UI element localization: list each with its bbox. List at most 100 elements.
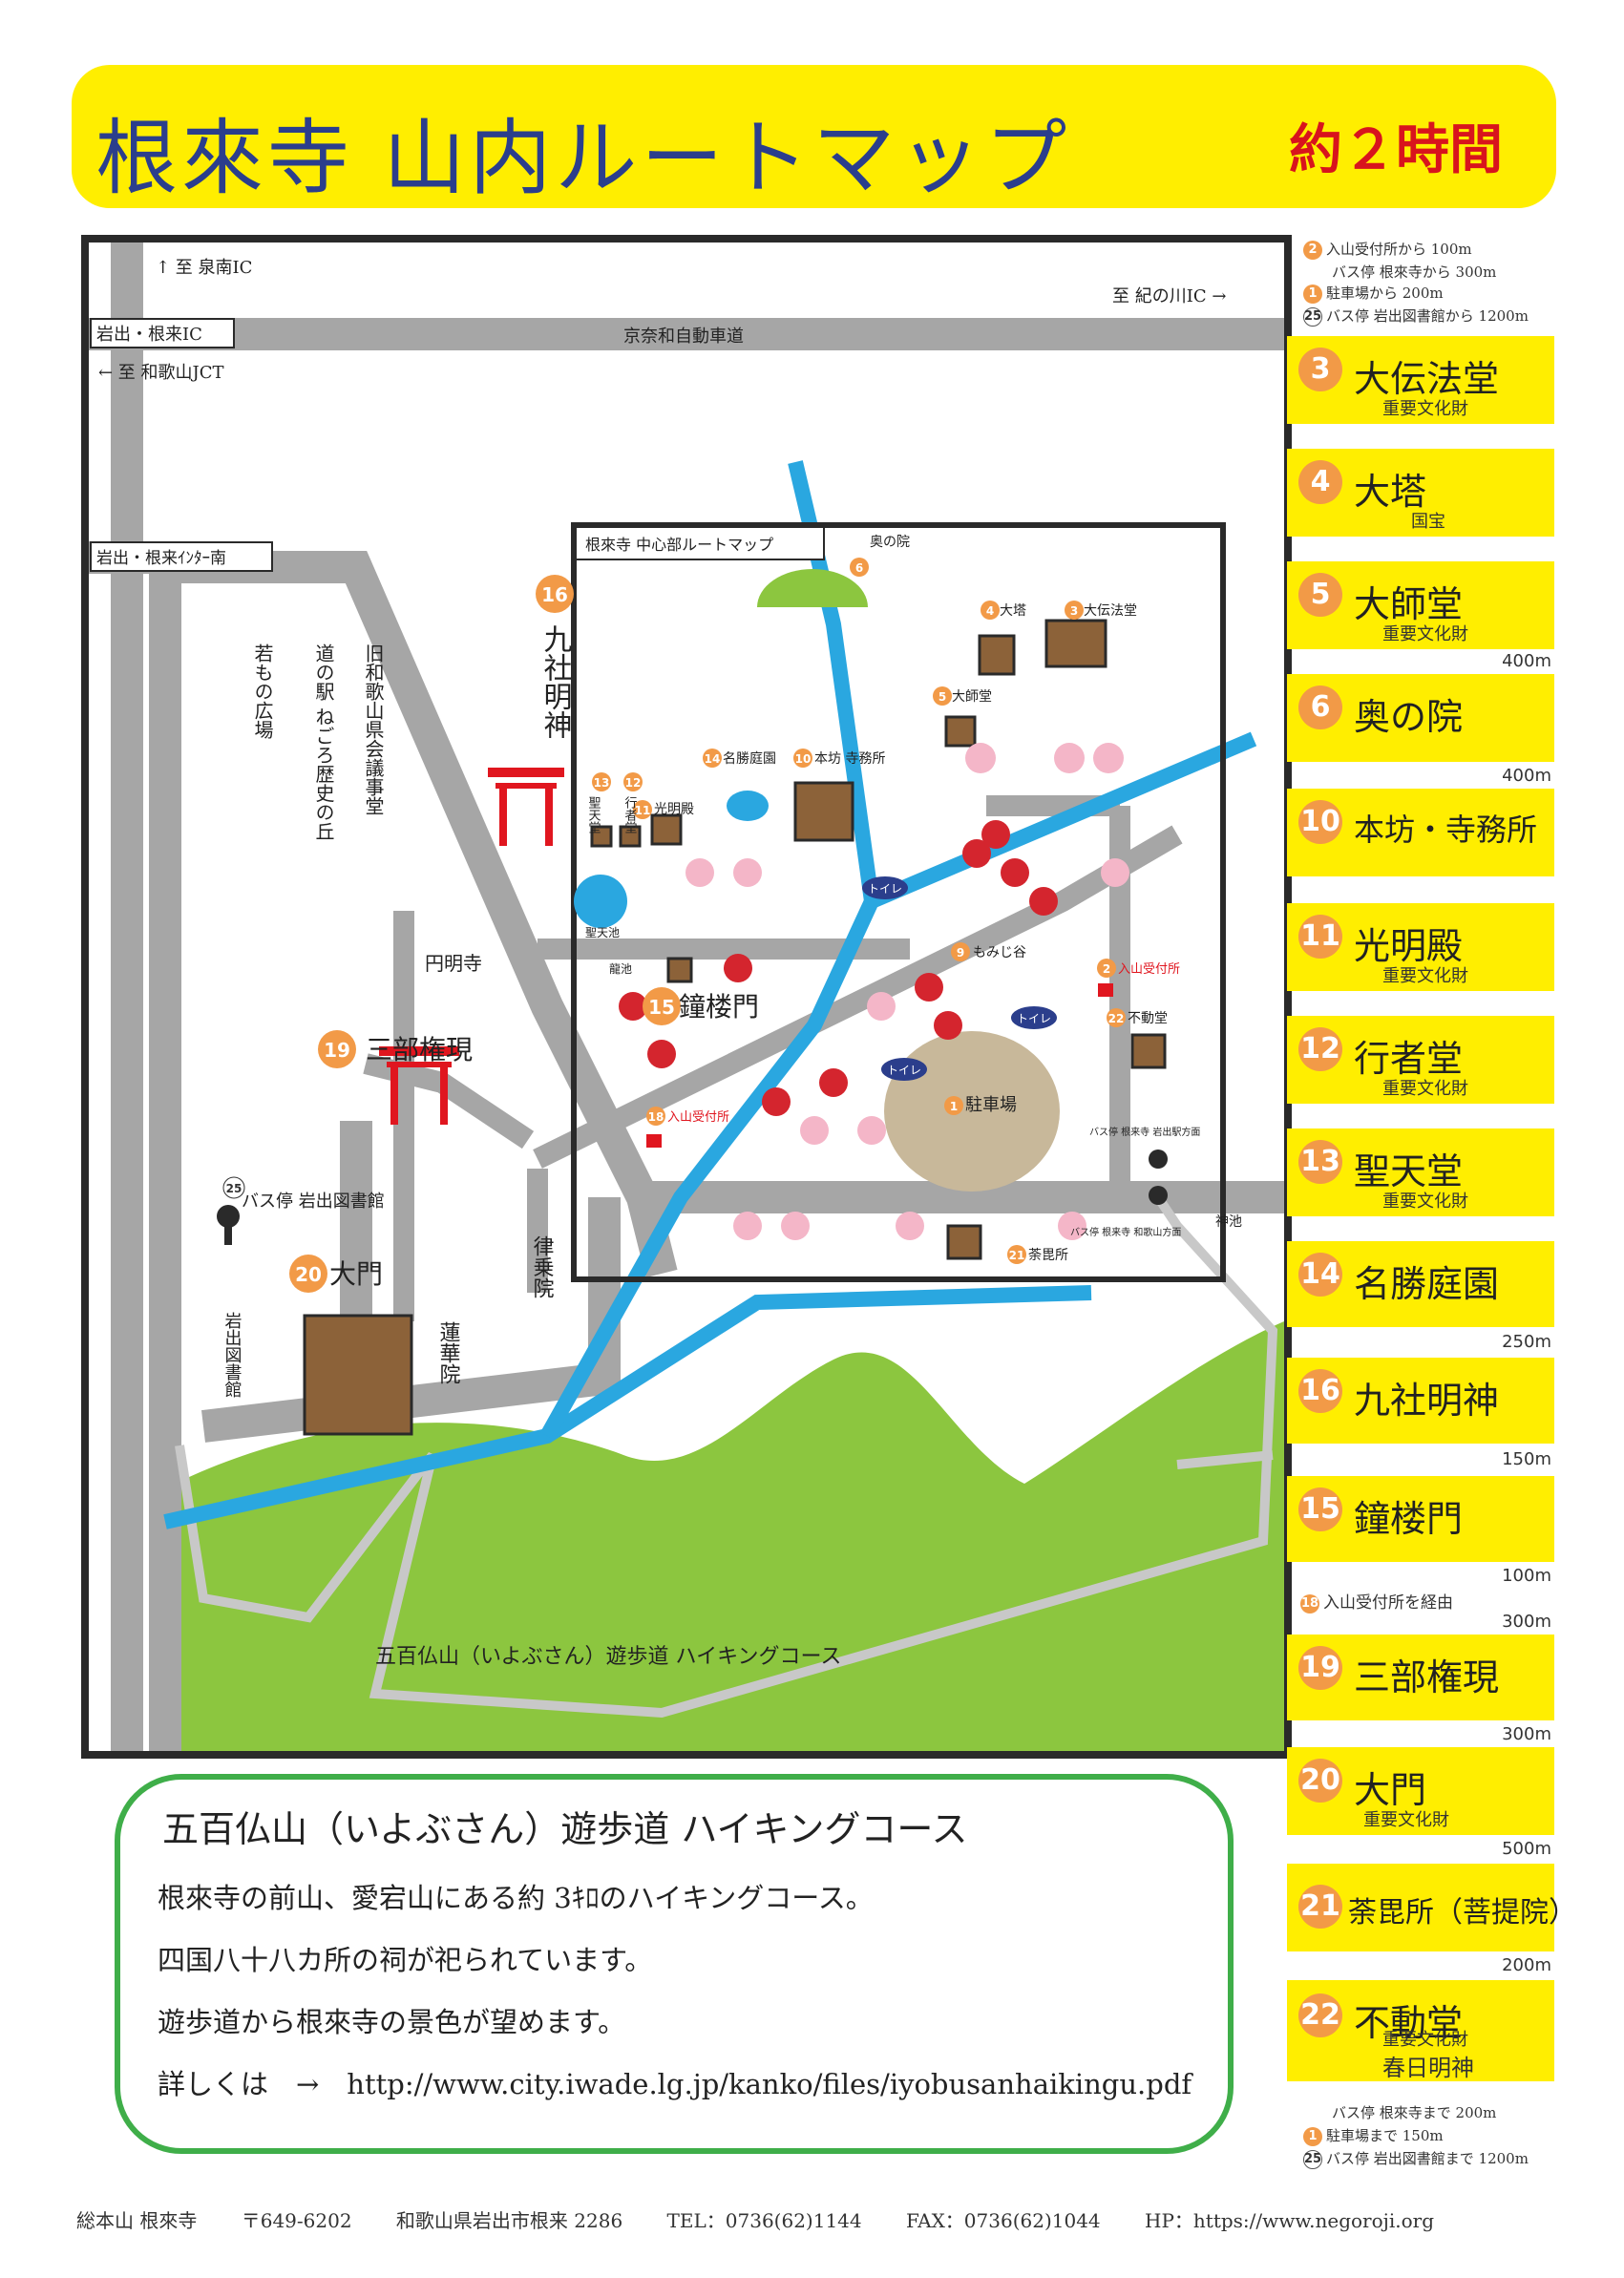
tree-sakura bbox=[867, 992, 896, 1021]
route-sub: 重要文化財 bbox=[1382, 624, 1468, 644]
label-enmyoji: 円明寺 bbox=[425, 952, 482, 975]
route-num: 14 bbox=[1298, 1253, 1342, 1297]
okunoin-hill bbox=[757, 569, 868, 607]
label-chushajo: 駐車場 bbox=[965, 1095, 1017, 1115]
route-card-5: 5 大師堂 重要文化財 bbox=[1287, 561, 1554, 649]
dabisho-building bbox=[946, 1224, 982, 1260]
tree-sakura bbox=[685, 858, 714, 887]
footer-homepage-link[interactable]: HP：https://www.negoroji.org bbox=[1145, 2209, 1435, 2232]
title-banner bbox=[72, 65, 1556, 208]
label-assembly: 旧和歌山県会議事堂 bbox=[362, 643, 385, 815]
route-name: 九社明神 bbox=[1354, 1380, 1500, 1422]
label-bus-kinokawa: バス停 根来寺 和歌山方面 bbox=[1070, 1226, 1181, 1238]
label-momiji: もみじ谷 bbox=[973, 945, 1026, 960]
label-expressway: 京奈和自動車道 bbox=[623, 327, 744, 347]
label-to-wakayama: ← 至 和歌山JCT bbox=[98, 363, 224, 383]
route-card-13: 13 聖天堂 重要文化財 bbox=[1287, 1128, 1554, 1216]
tree-momiji bbox=[962, 839, 991, 868]
route-card-10: 10 本坊・寺務所 bbox=[1287, 789, 1554, 876]
route-num: 13 bbox=[1298, 1140, 1342, 1184]
route-num: 10 bbox=[1298, 800, 1342, 844]
label-hiking: 五百仏山（いよぶさん）遊歩道 ハイキングコース bbox=[375, 1645, 841, 1669]
route-name: 行者堂 bbox=[1354, 1038, 1464, 1080]
route-sub: 重要文化財 bbox=[1382, 1192, 1468, 1212]
tree-sakura bbox=[800, 1116, 829, 1145]
label-shotenike: 聖天池 bbox=[585, 926, 620, 939]
circle-12: 12 bbox=[625, 776, 642, 790]
route-card-19: 19 三部権現 bbox=[1287, 1635, 1554, 1720]
torii-kusha bbox=[488, 768, 564, 846]
label-rittoin: 律乗院 bbox=[530, 1235, 555, 1298]
circle-5: 5 bbox=[939, 690, 946, 704]
route-sub: 重要文化財 bbox=[1382, 966, 1468, 986]
circle-4: 4 bbox=[986, 604, 994, 618]
number-circles: 16 19 20 25 3 4 5 6 9 10 11 12 13 14 15 … bbox=[222, 558, 1126, 1293]
hill-area bbox=[175, 1321, 1284, 1751]
route-dist: 400m bbox=[1502, 651, 1551, 671]
shotendo-building bbox=[590, 825, 613, 848]
label-daito: 大塔 bbox=[1000, 603, 1026, 619]
route-card-12: 12 行者堂 重要文化財 bbox=[1287, 1016, 1554, 1104]
route-sub: 重要文化財 bbox=[1363, 1810, 1449, 1830]
hiking-info-box bbox=[115, 1774, 1234, 2154]
label-sanbu: 三部権現 bbox=[366, 1034, 473, 1065]
footer: 総本山 根來寺 〒649-6202 和歌山県岩出市根来 2286 TEL：073… bbox=[76, 2205, 1472, 2233]
route-sub2: 春日明神 bbox=[1382, 2055, 1474, 2081]
label-bus-library: バス停 岩出図書館 bbox=[242, 1192, 385, 1212]
route-dist: 400m bbox=[1502, 766, 1551, 786]
label-to-kinokawa: 至 紀の川IC → bbox=[1112, 286, 1226, 306]
reception-marker-2 bbox=[1098, 983, 1113, 997]
label-dabisho: 荼毘所 bbox=[1028, 1248, 1068, 1263]
label-shotendo: 聖天堂 bbox=[586, 796, 601, 833]
footer-postal: 〒649-6202 bbox=[241, 2209, 352, 2232]
circle-1: 1 bbox=[950, 1100, 958, 1113]
route-name: 奥の院 bbox=[1354, 696, 1464, 738]
hiking-link-line[interactable]: 詳しくは → http://www.city.iwade.lg.jp/kanko… bbox=[158, 2068, 1192, 2100]
route-name: 聖天堂 bbox=[1354, 1150, 1464, 1192]
route-name: 鐘楼門 bbox=[1354, 1498, 1464, 1540]
route-dist: 150m bbox=[1502, 1449, 1551, 1469]
route-card-16: 16 九社明神 bbox=[1287, 1358, 1554, 1444]
route-name: 荼毘所（菩提院） bbox=[1348, 1896, 1577, 1930]
route-name: 不動堂 bbox=[1354, 2002, 1464, 2044]
label-nyuzan-18: 入山受付所 bbox=[667, 1110, 729, 1125]
route-dist: 500m bbox=[1502, 1839, 1551, 1859]
label-library: 岩出図書館 bbox=[222, 1312, 243, 1398]
hiking-line-3: 遊歩道から根來寺の景色が望めます。 bbox=[158, 2006, 626, 2038]
hiking-title: 五百仏山（いよぶさん）遊歩道 ハイキングコース bbox=[162, 1808, 968, 1850]
tree-momiji bbox=[981, 820, 1010, 849]
route-sub: 重要文化財 bbox=[1382, 1079, 1468, 1099]
circle-14: 14 bbox=[705, 752, 721, 766]
tree-sakura bbox=[733, 1212, 762, 1240]
route-sub: 国宝 bbox=[1411, 512, 1445, 532]
route-note-bottom-1: バス停 根來寺まで 200m bbox=[1332, 2104, 1497, 2121]
tree-sakura bbox=[965, 743, 996, 773]
route-card-21: 21 荼毘所（菩提院） bbox=[1287, 1864, 1577, 1951]
route-card-15: 15 鐘楼門 bbox=[1287, 1476, 1554, 1562]
tree-sakura bbox=[1093, 743, 1124, 773]
route-card-20: 20 大門 重要文化財 bbox=[1287, 1747, 1554, 1835]
tree-sakura bbox=[733, 858, 762, 887]
circle-16: 16 bbox=[541, 583, 568, 606]
toilet-label: トイレ bbox=[868, 882, 902, 896]
tree-sakura bbox=[781, 1212, 810, 1240]
footer-tel: TEL：0736(62)1144 bbox=[666, 2209, 862, 2232]
footer-fax: FAX：0736(62)1044 bbox=[905, 2209, 1101, 2232]
route-dist: 250m bbox=[1502, 1332, 1551, 1352]
footer-temple: 総本山 根來寺 bbox=[76, 2209, 198, 2232]
shoromon-building bbox=[666, 957, 693, 983]
bus-stops bbox=[217, 1150, 1168, 1245]
bus-stop-kinokawa-icon bbox=[1149, 1186, 1168, 1205]
label-komyoden: 光明殿 bbox=[654, 802, 694, 817]
circle-22: 22 bbox=[1108, 1012, 1125, 1025]
label-shoromon: 鐘楼門 bbox=[679, 991, 759, 1023]
circle-19: 19 bbox=[324, 1039, 350, 1062]
inset-frame bbox=[571, 522, 1226, 1282]
label-kusha: 九社明神 bbox=[538, 624, 573, 739]
road-inset-diag bbox=[533, 825, 1183, 1169]
